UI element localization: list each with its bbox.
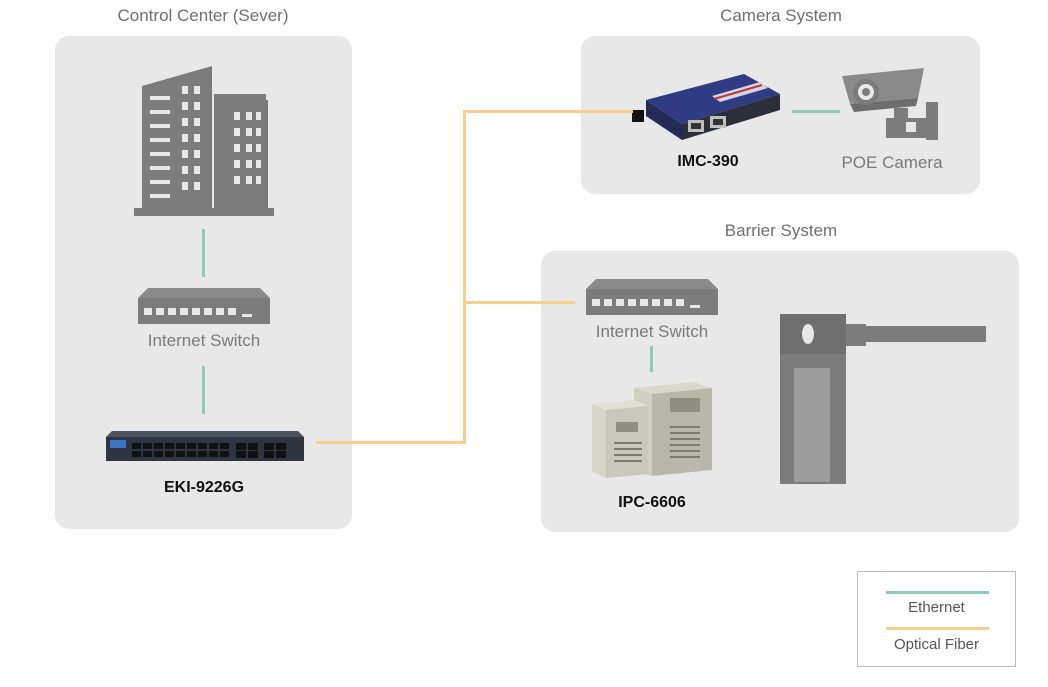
legend-ethernet-swatch (886, 591, 989, 594)
ipc-label: IPC-6606 (618, 494, 686, 511)
media-converter-icon (632, 74, 780, 140)
barrier-switch-label: Internet Switch (595, 322, 709, 341)
legend: Ethernet Optical Fiber (857, 571, 1016, 667)
camera-label: POE Camera (841, 153, 943, 172)
eki-switch-icon (106, 431, 304, 461)
eki-label: EKI-9226G (163, 479, 245, 496)
ethernet-link-building-switch (202, 229, 205, 277)
barrier-system-title: Barrier System (724, 221, 838, 240)
camera-system-title: Camera System (720, 6, 842, 25)
ethernet-link-switch-eki (202, 366, 205, 414)
imc-label: IMC-390 (677, 153, 739, 170)
control-switch-label: Internet Switch (147, 331, 261, 350)
fiber-link-eki-horizontal (316, 441, 466, 444)
switch-icon (138, 288, 270, 324)
ipc-icon (592, 382, 712, 478)
legend-fiber-label: Optical Fiber (893, 636, 980, 653)
camera-icon (842, 68, 938, 140)
switch-icon (586, 279, 718, 315)
barrier-gate-icon (780, 314, 986, 484)
control-center-title: Control Center (Sever) (117, 6, 289, 25)
ethernet-link-imc-camera (792, 110, 840, 113)
ethernet-link-switch-ipc (650, 346, 653, 372)
fiber-link-trunk-vertical (463, 110, 466, 444)
legend-fiber-swatch (886, 627, 989, 630)
fiber-link-to-imc (463, 110, 633, 113)
legend-ethernet-label: Ethernet (908, 599, 965, 616)
fiber-link-to-barrier-switch (463, 301, 575, 304)
building-icon (134, 66, 274, 216)
